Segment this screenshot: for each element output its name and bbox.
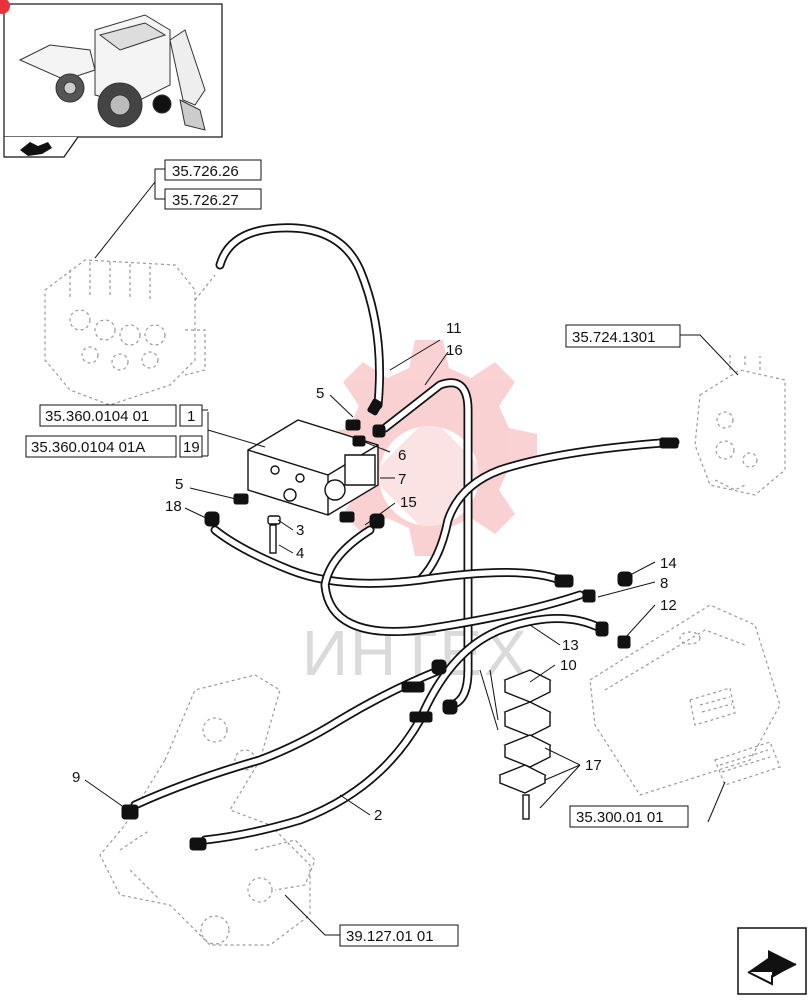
ref-valve-bank-b[interactable]: 35.726.27 xyxy=(164,188,262,210)
reference-boxes: 35.726.26 35.726.27 35.724.1301 35.360.0… xyxy=(25,159,689,947)
svg-text:1: 1 xyxy=(187,408,195,425)
hose-clamp-stack xyxy=(479,669,552,820)
callout-10: 10 xyxy=(560,657,577,674)
callout-7: 7 xyxy=(398,471,406,488)
callout-15: 15 xyxy=(400,494,417,511)
callout-8: 8 xyxy=(660,575,668,592)
callout-6: 6 xyxy=(398,447,406,464)
callout-5-left: 5 xyxy=(175,476,183,493)
callout-16: 16 xyxy=(446,342,463,359)
fuel-tank xyxy=(589,604,781,796)
callout-9: 9 xyxy=(72,769,80,786)
callout-12: 12 xyxy=(660,597,677,614)
control-valve-right xyxy=(694,353,786,496)
thumbnail-panel[interactable] xyxy=(0,0,223,158)
callout-13: 13 xyxy=(562,637,579,654)
callout-5-top: 5 xyxy=(316,385,324,402)
svg-text:35.726.27: 35.726.27 xyxy=(172,192,239,209)
next-page-arrow-icon[interactable] xyxy=(737,927,807,995)
hydraulic-hoses xyxy=(130,223,680,845)
hand-pointer-icon[interactable] xyxy=(20,142,52,156)
svg-text:35.360.0104 01: 35.360.0104 01 xyxy=(45,408,149,425)
page-marker-dot xyxy=(0,0,10,14)
ref-valve-bank-a[interactable]: 35.726.26 xyxy=(164,159,262,181)
svg-text:19: 19 xyxy=(183,439,200,456)
svg-text:35.360.0104 01A: 35.360.0104 01A xyxy=(31,439,145,456)
tractor-thumbnail xyxy=(18,14,206,131)
svg-text:35.300.01 01: 35.300.01 01 xyxy=(576,809,664,826)
ref-tank[interactable]: 35.300.01 01 xyxy=(569,805,689,828)
callout-2: 2 xyxy=(374,807,382,824)
control-valve-bank-left xyxy=(44,259,216,406)
ref-valve-right[interactable]: 35.724.1301 xyxy=(565,324,681,348)
callout-18: 18 xyxy=(165,498,182,515)
callout-17: 17 xyxy=(585,757,602,774)
valve-block xyxy=(247,419,379,516)
callout-3: 3 xyxy=(296,522,304,539)
fittings xyxy=(121,398,679,851)
callout-11: 11 xyxy=(446,320,462,337)
callout-4: 4 xyxy=(296,545,304,562)
ref-block-b[interactable]: 35.360.0104 01A 19 xyxy=(25,435,203,458)
svg-text:35.724.1301: 35.724.1301 xyxy=(572,329,655,346)
ref-block-a[interactable]: 35.360.0104 01 1 xyxy=(39,404,203,427)
callout-numbers: 11 16 5 6 7 15 5 18 3 4 14 8 12 13 10 17… xyxy=(72,320,677,824)
ref-boom[interactable]: 39.127.01 01 xyxy=(339,924,459,947)
callout-14: 14 xyxy=(660,555,677,572)
svg-text:35.726.26: 35.726.26 xyxy=(172,163,239,180)
svg-text:39.127.01 01: 39.127.01 01 xyxy=(346,928,434,945)
